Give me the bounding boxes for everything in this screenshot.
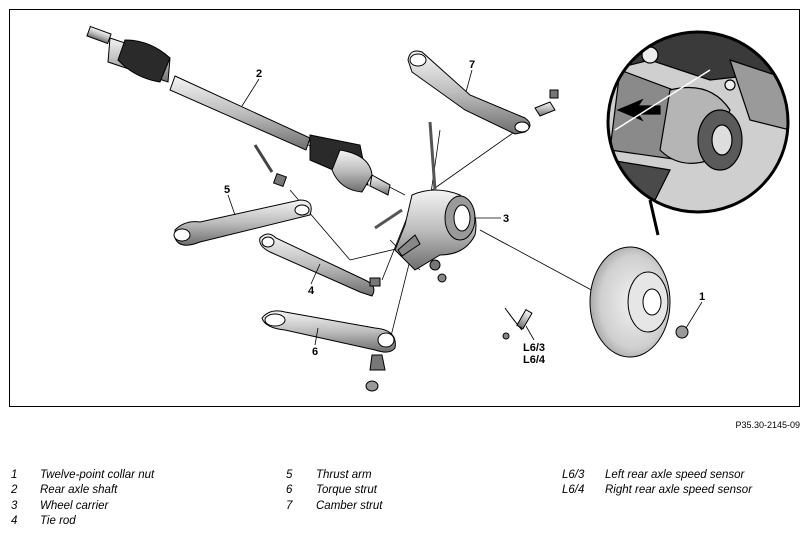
callout-6: 6 [312,346,318,358]
callout-labels: 1 2 3 4 5 6 7 L6/3 L6/4 [224,59,705,366]
callout-5: 5 [224,184,230,196]
callout-l6-4: L6/4 [523,354,546,366]
torque-strut [261,310,396,392]
inset-detail-photo [606,30,790,236]
wheel-carrier [374,121,477,283]
callout-2: 2 [256,68,262,80]
brake-disc [589,246,689,358]
callout-l6-3: L6/3 [523,342,545,354]
callout-7: 7 [469,59,475,71]
camber-strut [407,50,559,135]
callout-3: 3 [503,213,509,225]
exploded-view-diagram: 1 2 3 4 5 6 7 L6/3 L6/4 [9,9,800,407]
rear-axle-shaft [86,25,391,196]
figure-code: P35.30-2145-09 [735,420,800,430]
callout-4: 4 [308,285,315,297]
axle-speed-sensor [502,307,533,340]
arrow-icon [616,98,661,122]
callout-1: 1 [699,291,705,303]
thrust-arm [173,144,312,246]
tie-rod [259,233,381,297]
